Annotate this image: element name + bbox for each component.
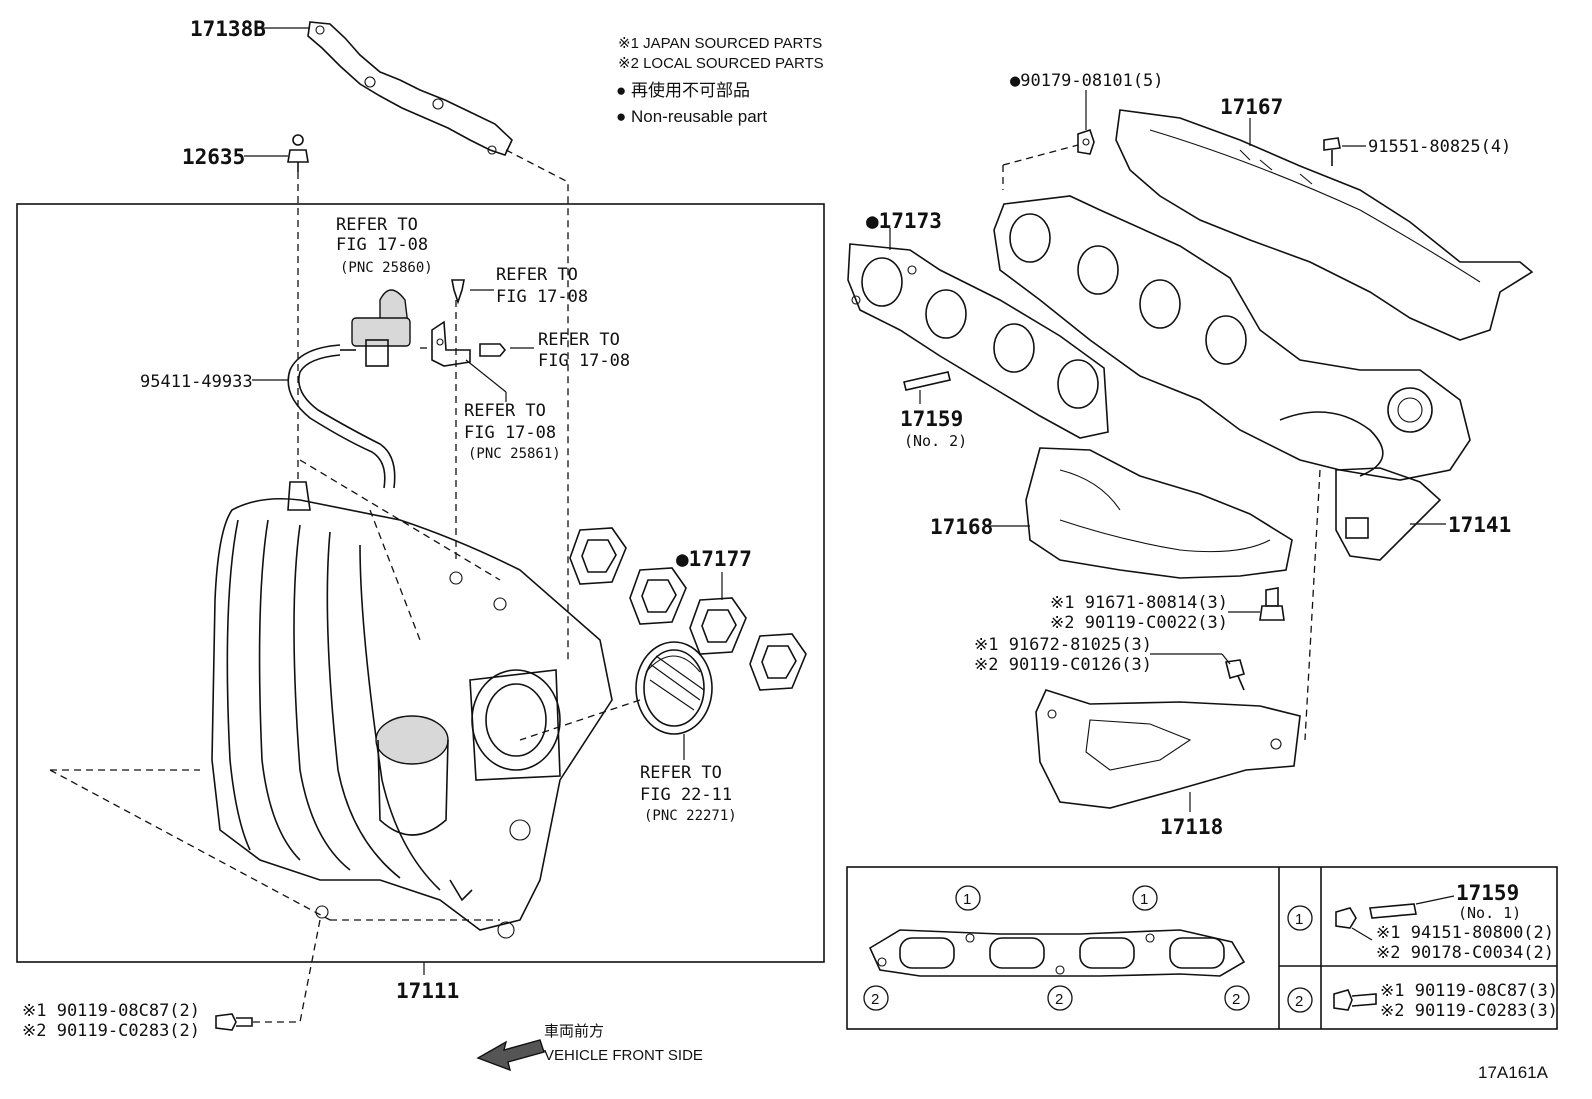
refer2-line2: FIG 17-08 [496, 287, 588, 307]
legend-local-sourced: ※2 LOCAL SOURCED PARTS [618, 55, 824, 72]
intake-group-frame [16, 203, 825, 963]
label-bolt-c1: ※1 91672-81025(3) [974, 635, 1152, 655]
part-17159-stud-no1 [1335, 903, 1417, 929]
label-17168: 17168 [930, 515, 993, 539]
marker-1a: 1 [963, 891, 971, 908]
refer5-line1: REFER TO [640, 763, 722, 783]
label-17177: ●17177 [676, 547, 752, 571]
refer1-line1: REFER TO [336, 215, 418, 235]
label-17141: 17141 [1448, 513, 1511, 537]
label-bolt-d2: ※2 90178-C0034(2) [1376, 943, 1554, 963]
part-12635 [287, 134, 309, 172]
refer4-line2: FIG 17-08 [464, 423, 556, 443]
refer2-line1: REFER TO [496, 265, 578, 285]
marker-2c: 2 [1232, 991, 1240, 1008]
part-17138B [307, 21, 513, 156]
label-17111: 17111 [396, 979, 459, 1003]
label-95411-49933: 95411-49933 [140, 372, 253, 392]
marker-2b: 2 [1055, 991, 1063, 1008]
label-bolt-e1: ※1 90119-08C87(3) [1380, 981, 1558, 1001]
front-side-jp: 車両前方 [544, 1023, 604, 1040]
part-17177-gasket [569, 527, 807, 691]
marker-1b: 1 [1140, 891, 1148, 908]
label-17159-no1: 17159 [1456, 881, 1519, 905]
refer1-line3: (PNC 25860) [340, 260, 433, 276]
front-side-en: VEHICLE FRONT SIDE [544, 1047, 703, 1064]
legend-nonreusable-en: ● Non-reusable part [616, 107, 767, 126]
part-bolt-e [1333, 989, 1377, 1011]
label-91551-80825: 91551-80825(4) [1368, 137, 1511, 157]
part-exhaust-manifold [993, 195, 1471, 481]
legend-japan-sourced: ※1 JAPAN SOURCED PARTS [618, 35, 822, 52]
label-17159-no2-sub: (No. 2) [904, 432, 967, 450]
label-bolt-a2: ※2 90119-C0283(2) [22, 1021, 200, 1041]
refer4-line1: REFER TO [464, 401, 546, 421]
detail-gasket [868, 929, 1246, 977]
marker-2d: 2 [1295, 993, 1303, 1010]
part-vsv [340, 289, 411, 367]
part-17167-insulator [1115, 109, 1534, 341]
part-17111-intake-manifold [211, 481, 613, 939]
part-90179-nut [1077, 128, 1095, 155]
label-17138B: 17138B [190, 17, 266, 41]
part-95411-hose [287, 344, 396, 489]
refer3-line1: REFER TO [538, 330, 620, 350]
part-vsv-bracket [431, 279, 507, 367]
label-12635: 12635 [182, 145, 245, 169]
label-bolt-e2: ※2 90119-C0283(3) [1380, 1001, 1558, 1021]
part-17118-bracket [1035, 689, 1301, 809]
refer5-line3: (PNC 22271) [644, 808, 737, 824]
gasket-detail-box [846, 866, 1558, 1030]
label-17159-no1-sub: (No. 1) [1458, 904, 1521, 922]
refer4-line3: (PNC 25861) [468, 446, 561, 462]
legend-nonreusable-jp: ● 再使用不可部品 [616, 80, 750, 100]
part-17168-insulator [1025, 447, 1293, 579]
label-17118: 17118 [1160, 815, 1223, 839]
part-91551-bolt [1323, 137, 1341, 166]
label-bolt-d1: ※1 94151-80800(2) [1376, 923, 1554, 943]
refer3-line2: FIG 17-08 [538, 351, 630, 371]
part-17173-gasket [847, 243, 1109, 439]
part-bolt-c [1225, 659, 1245, 691]
part-bolt-a [215, 1013, 253, 1031]
label-17167: 17167 [1220, 95, 1283, 119]
part-throttle-gasket [635, 641, 713, 735]
detail-circle-markers: 1 1 2 2 2 1 2 [863, 885, 1313, 1013]
label-bolt-a1: ※1 90119-08C87(2) [22, 1001, 200, 1021]
label-bolt-b2: ※2 90119-C0022(3) [1050, 613, 1228, 633]
part-bolt-b [1259, 587, 1285, 621]
part-17141-bracket [1335, 467, 1442, 561]
refer1-line2: FIG 17-08 [336, 235, 428, 255]
marker-1c: 1 [1295, 911, 1303, 928]
marker-2a: 2 [871, 991, 879, 1008]
refer5-line2: FIG 22-11 [640, 785, 732, 805]
part-17159-stud-no2 [903, 371, 951, 391]
label-90179-08101: ●90179-08101(5) [1010, 71, 1164, 91]
vehicle-front-arrow-icon [476, 1039, 545, 1072]
label-17173: ●17173 [866, 209, 942, 233]
legend: ※1 JAPAN SOURCED PARTS ※2 LOCAL SOURCED … [616, 35, 824, 126]
illustration-code: 17A161A [1478, 1063, 1549, 1082]
label-17159-no2: 17159 [900, 407, 963, 431]
label-bolt-b1: ※1 91671-80814(3) [1050, 593, 1228, 613]
label-bolt-c2: ※2 90119-C0126(3) [974, 655, 1152, 675]
